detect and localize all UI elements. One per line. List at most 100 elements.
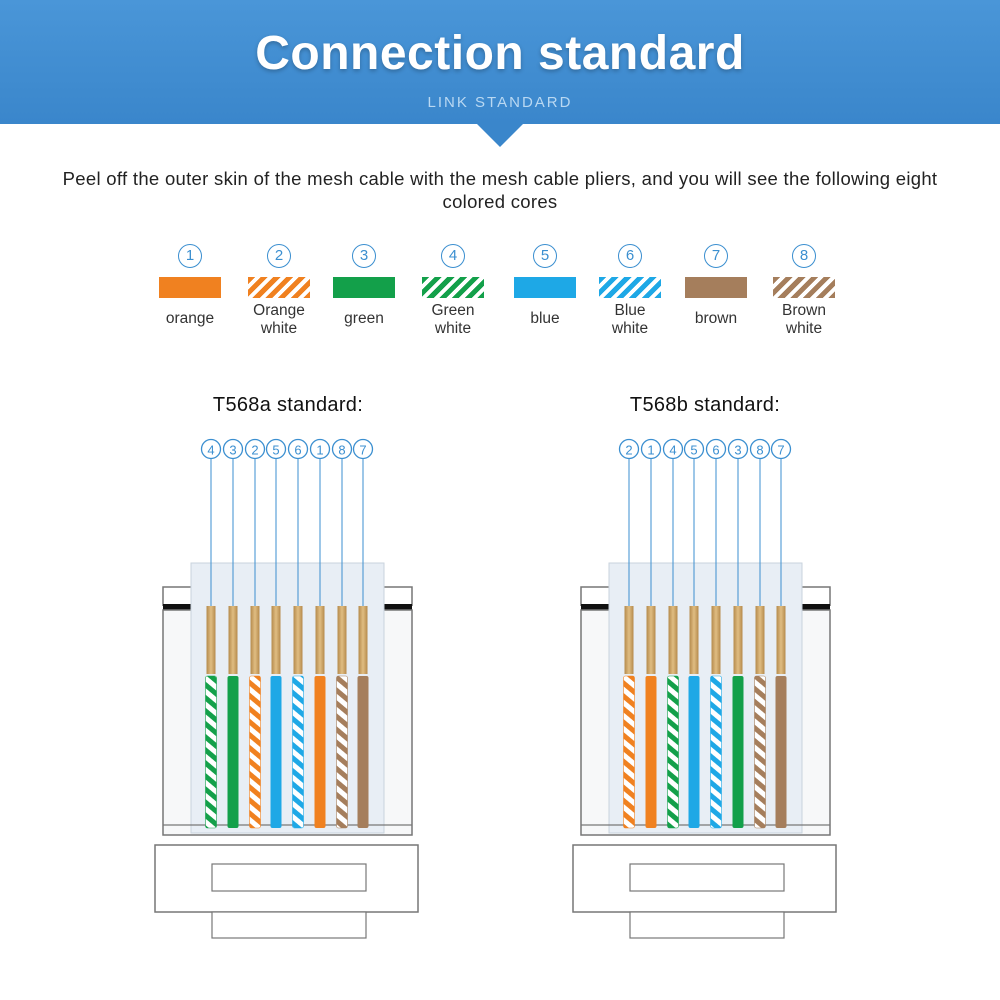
- wire-core-6: [710, 675, 722, 829]
- legend-item-1: 1 orange: [135, 244, 245, 328]
- wire-core-5: [688, 676, 700, 828]
- legend-label: green: [344, 310, 384, 327]
- connector-base-slot: [211, 863, 367, 892]
- legend-number: 1: [178, 244, 202, 268]
- legend-item-5: 5 blue: [490, 244, 600, 328]
- pin-number-circle: [618, 438, 640, 460]
- wire-core-8: [754, 675, 766, 829]
- pin-gold-contact: [271, 606, 281, 674]
- legend-number: 6: [618, 244, 642, 268]
- pin-number-label: 3: [229, 443, 236, 458]
- pin-gold-contact: [250, 606, 260, 674]
- legend-swatch: [248, 277, 310, 298]
- pin-number-circle: [352, 438, 374, 460]
- legend-label: blue: [530, 310, 560, 327]
- page-title: Connection standard: [255, 27, 745, 80]
- wire-core-7: [775, 676, 787, 828]
- wire-core-1: [314, 676, 326, 828]
- pin-number-circle: [331, 438, 353, 460]
- pin-gold-contact: [668, 606, 678, 674]
- legend-swatch: [159, 277, 221, 298]
- legend-number: 7: [704, 244, 728, 268]
- legend-label: brown: [694, 310, 738, 327]
- t568a-title: T568a standard:: [212, 394, 364, 416]
- pin-number-circle: [287, 438, 309, 460]
- pin-gold-contact: [206, 606, 216, 674]
- legend-label: Green white: [431, 302, 475, 337]
- pin-number-label: 4: [207, 443, 214, 458]
- pin-gold-contact: [776, 606, 786, 674]
- pin-number-circle: [662, 438, 684, 460]
- wire-core-2: [249, 675, 261, 829]
- pin-gold-contact: [733, 606, 743, 674]
- legend-label: orange: [165, 310, 215, 327]
- header-pointer: [476, 123, 524, 147]
- pin-number-circle: [705, 438, 727, 460]
- connector-tail: [211, 911, 367, 939]
- legend-number: 3: [352, 244, 376, 268]
- pin-number-label: 7: [777, 443, 784, 458]
- pin-number-label: 1: [316, 443, 323, 458]
- legend-number: 5: [533, 244, 557, 268]
- legend-item-3: 3 green: [309, 244, 419, 328]
- pin-number-label: 5: [272, 443, 279, 458]
- wire-core-3: [227, 676, 239, 828]
- wire-core-5: [270, 676, 282, 828]
- legend-number: 8: [792, 244, 816, 268]
- pin-number-label: 1: [647, 443, 654, 458]
- legend-swatch: [333, 277, 395, 298]
- t568b-title: T568b standard:: [629, 394, 781, 416]
- pin-number-label: 2: [625, 443, 632, 458]
- wire-core-3: [732, 676, 744, 828]
- legend-swatch: [422, 277, 484, 298]
- pin-gold-contact: [293, 606, 303, 674]
- pin-number-label: 8: [756, 443, 763, 458]
- wire-core-8: [336, 675, 348, 829]
- pin-gold-contact: [755, 606, 765, 674]
- intro-text: Peel off the outer skin of the mesh cabl…: [62, 168, 938, 212]
- connector-tail: [629, 911, 785, 939]
- legend-swatch: [599, 277, 661, 298]
- pin-number-circle: [200, 438, 222, 460]
- pin-gold-contact: [624, 606, 634, 674]
- pin-gold-contact: [228, 606, 238, 674]
- pin-number-label: 5: [690, 443, 697, 458]
- pin-number-circle: [265, 438, 287, 460]
- pin-number-circle: [222, 438, 244, 460]
- wire-core-7: [357, 676, 369, 828]
- wire-core-4: [205, 675, 217, 829]
- page-subtitle: LINK STANDARD: [427, 94, 573, 111]
- pin-gold-contact: [689, 606, 699, 674]
- pin-gold-contact: [315, 606, 325, 674]
- connector-inner-channel: [608, 562, 803, 834]
- pin-number-circle: [244, 438, 266, 460]
- legend-label: Orange white: [253, 302, 305, 337]
- pin-number-circle: [770, 438, 792, 460]
- legend-label: Brown white: [782, 302, 826, 337]
- pin-number-label: 2: [251, 443, 258, 458]
- pin-number-label: 8: [338, 443, 345, 458]
- pin-gold-contact: [337, 606, 347, 674]
- header-banner: [0, 0, 1000, 124]
- pin-number-label: 4: [669, 443, 676, 458]
- pin-number-label: 7: [359, 443, 366, 458]
- legend-number: 4: [441, 244, 465, 268]
- pin-number-circle: [309, 438, 331, 460]
- pin-number-label: 6: [294, 443, 301, 458]
- legend-item-7: 7 brown: [661, 244, 771, 328]
- legend-swatch: [685, 277, 747, 298]
- legend-label: Blue white: [611, 302, 649, 337]
- pin-number-label: 6: [712, 443, 719, 458]
- pin-number-label: 3: [734, 443, 741, 458]
- wire-core-4: [667, 675, 679, 829]
- wire-core-2: [623, 675, 635, 829]
- pin-number-circle: [640, 438, 662, 460]
- wire-core-6: [292, 675, 304, 829]
